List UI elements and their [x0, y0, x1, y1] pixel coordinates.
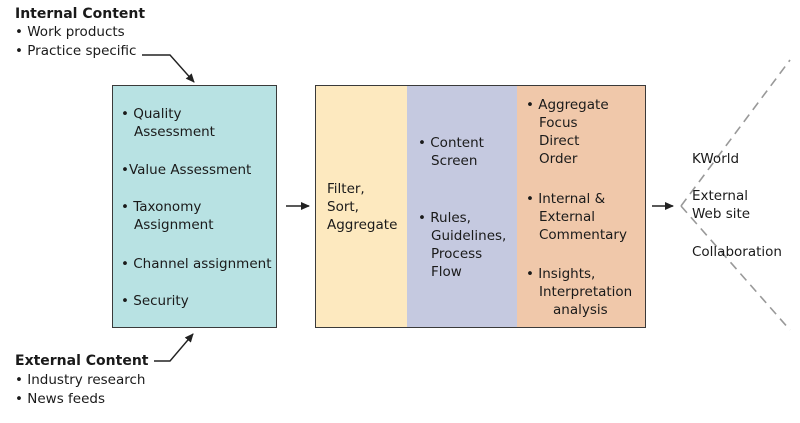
rules-guidelines-item: • Rules, Guidelines, Process Flow: [418, 210, 507, 280]
content-screen-item: • Content Screen: [418, 135, 484, 169]
internal-external-commentary-item: • Internal & External Commentary: [526, 191, 627, 243]
fan-upper-dashed-line: [680, 59, 791, 207]
external-content-heading: External Content: [15, 353, 149, 369]
insights-interpretation-item: • Insights, Interpretation analysis: [526, 266, 633, 318]
internal-item-practice-specific: • Practice specific: [15, 43, 137, 59]
filter-sort-aggregate-text: Filter, Sort, Aggregate: [327, 181, 398, 233]
output-column: • Aggregate Focus Direct Order • Interna…: [517, 86, 645, 327]
content-source-box: • Quality Assessment •Value Assessment •…: [112, 85, 277, 328]
taxonomy-assignment-item: • Taxonomy Assignment: [121, 199, 214, 233]
external-content-arrow: [154, 333, 194, 362]
external-item-news-feeds: • News feeds: [15, 391, 105, 407]
processing-box: Filter, Sort, Aggregate • Content Screen…: [315, 85, 646, 328]
internal-item-work-products: • Work products: [15, 24, 125, 40]
destination-kworld: KWorld: [692, 151, 740, 167]
internal-content-heading: Internal Content: [15, 6, 146, 22]
channel-assignment-item: • Channel assignment: [121, 256, 272, 272]
external-item-industry-research: • Industry research: [15, 372, 146, 388]
fan-lower-dashed-line: [680, 205, 791, 331]
security-item: • Security: [121, 293, 189, 309]
aggregate-focus-item: • Aggregate Focus Direct Order: [526, 97, 609, 167]
filter-column: Filter, Sort, Aggregate: [316, 86, 407, 327]
quality-assessment-item: • Quality Assessment: [121, 106, 215, 140]
screen-column: • Content Screen • Rules, Guidelines, Pr…: [407, 86, 517, 327]
destination-external-web-site: External Web site: [692, 188, 751, 222]
destination-collaboration: Collaboration: [692, 244, 782, 260]
value-assessment-item: •Value Assessment: [121, 162, 252, 178]
internal-content-arrow: [142, 54, 195, 83]
